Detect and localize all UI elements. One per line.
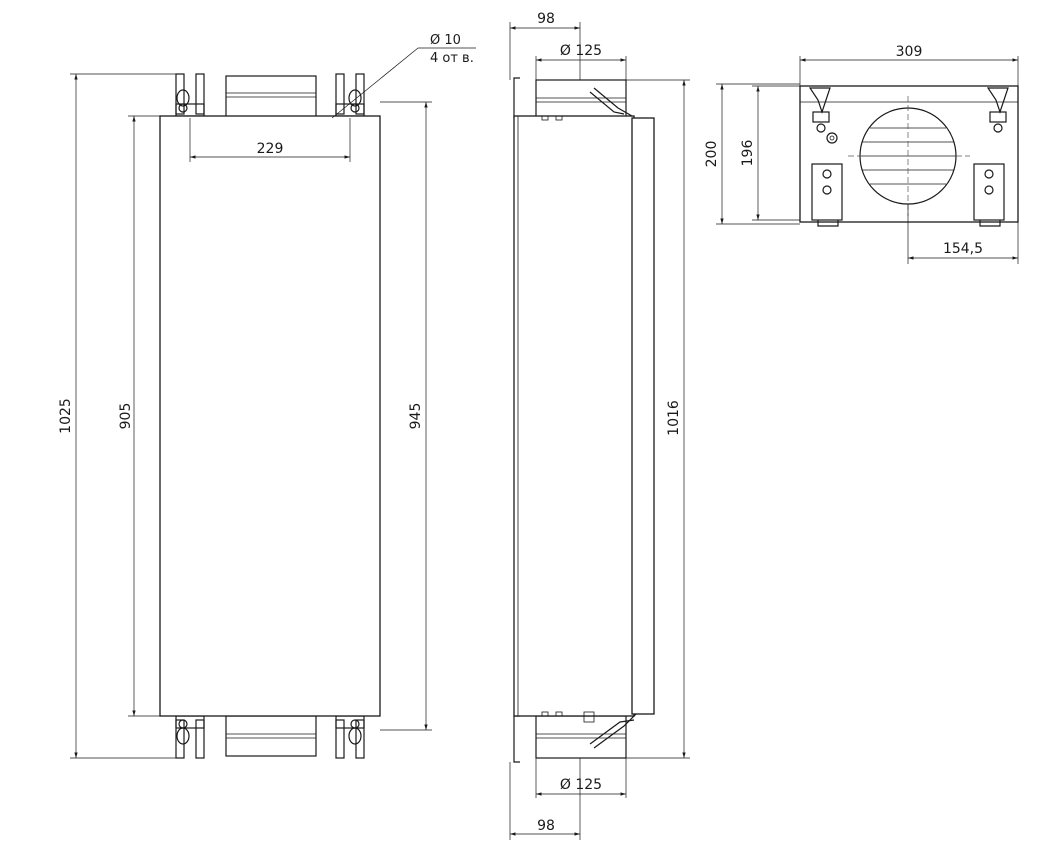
dim-side-top-offset: 98 bbox=[537, 11, 555, 27]
dim-top-height-inner: 196 bbox=[740, 140, 756, 167]
side-top-duct bbox=[535, 79, 627, 119]
side-bottom-flange bbox=[513, 715, 520, 763]
dim-front-bracket-span: 945 bbox=[408, 403, 424, 430]
bracket-bottom-right bbox=[335, 715, 365, 759]
note-hole-diameter: Ø 10 bbox=[430, 33, 461, 48]
top-mount-plate-left bbox=[811, 163, 843, 227]
dim-front-bracket-spacing: 229 bbox=[257, 141, 284, 157]
dim-side-bottom-duct: Ø 125 bbox=[560, 777, 602, 793]
side-top-flange bbox=[513, 77, 520, 119]
dim-top-height-outer: 200 bbox=[704, 141, 720, 168]
dim-front-overall-height: 1025 bbox=[58, 398, 74, 434]
side-filter-panel bbox=[631, 117, 655, 715]
side-bottom-latch bbox=[589, 719, 635, 745]
dim-side-bottom-offset: 98 bbox=[537, 818, 555, 834]
side-bottom-duct bbox=[535, 715, 627, 759]
dim-front-body-height: 905 bbox=[118, 403, 134, 430]
top-latch-left bbox=[808, 87, 831, 133]
top-mount-plate-right bbox=[973, 163, 1005, 227]
top-latch-right bbox=[986, 87, 1009, 133]
side-view: 98 Ø 125 1016 Ø 125 98 bbox=[509, 11, 690, 840]
front-view: 1025 905 945 229 Ø 10 4 от в. bbox=[58, 33, 476, 759]
bracket-bottom-left bbox=[175, 715, 205, 759]
dim-top-duct-offset: 154,5 bbox=[943, 241, 983, 257]
side-top-latch bbox=[589, 91, 625, 115]
top-knob bbox=[826, 132, 838, 144]
top-view: 309 200 196 154,5 bbox=[704, 44, 1019, 264]
dim-side-overall-height: 1016 bbox=[666, 400, 682, 436]
side-main-body bbox=[513, 115, 635, 717]
top-main-body bbox=[799, 85, 1019, 223]
dim-side-top-duct: Ø 125 bbox=[560, 43, 602, 59]
note-hole-count: 4 от в. bbox=[430, 51, 474, 66]
front-main-body bbox=[159, 115, 381, 717]
dim-top-width: 309 bbox=[896, 44, 923, 60]
front-bottom-duct bbox=[225, 715, 317, 757]
bracket-top-left bbox=[175, 73, 205, 117]
